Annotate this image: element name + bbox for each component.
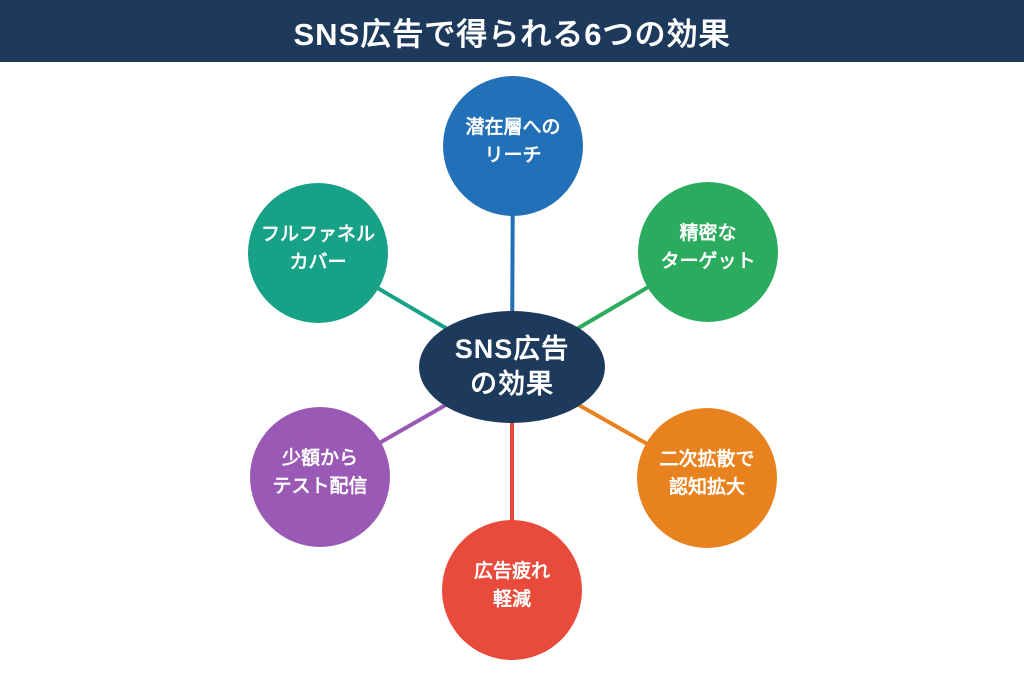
node-viral-circle: 二次拡散で 認知拡大 [637, 408, 777, 548]
node-fatigue-circle: 広告疲れ 軽減 [442, 520, 582, 660]
page-title: SNS広告で得られる6つの効果 [293, 16, 731, 52]
node-reach-circle: 潜在層への リーチ [443, 76, 583, 216]
node-budget-circle: 少額から テスト配信 [250, 407, 390, 547]
node-funnel-circle: フルファネル カバー [248, 183, 388, 323]
center-hub-ellipse: SNS広告 の効果 [419, 311, 605, 423]
title-bar: SNS広告で得られる6つの効果 [0, 0, 1024, 62]
node-budget-label: 少額から テスト配信 [272, 448, 368, 497]
node-viral-label: 二次拡散で 認知拡大 [659, 449, 755, 498]
node-funnel-label: フルファネル カバー [260, 224, 375, 273]
node-target-label: 精密な ターゲット [660, 223, 756, 272]
node-target-circle: 精密な ターゲット [638, 182, 778, 322]
diagram-area: 潜在層への リーチ 精密な ターゲット 二次拡散で 認知拡大 広告疲れ 軽減 少… [0, 62, 1024, 683]
center-hub-label: SNS広告 の効果 [454, 333, 570, 399]
node-fatigue-label: 広告疲れ 軽減 [473, 561, 550, 610]
node-reach-label: 潜在層への リーチ [465, 117, 561, 166]
